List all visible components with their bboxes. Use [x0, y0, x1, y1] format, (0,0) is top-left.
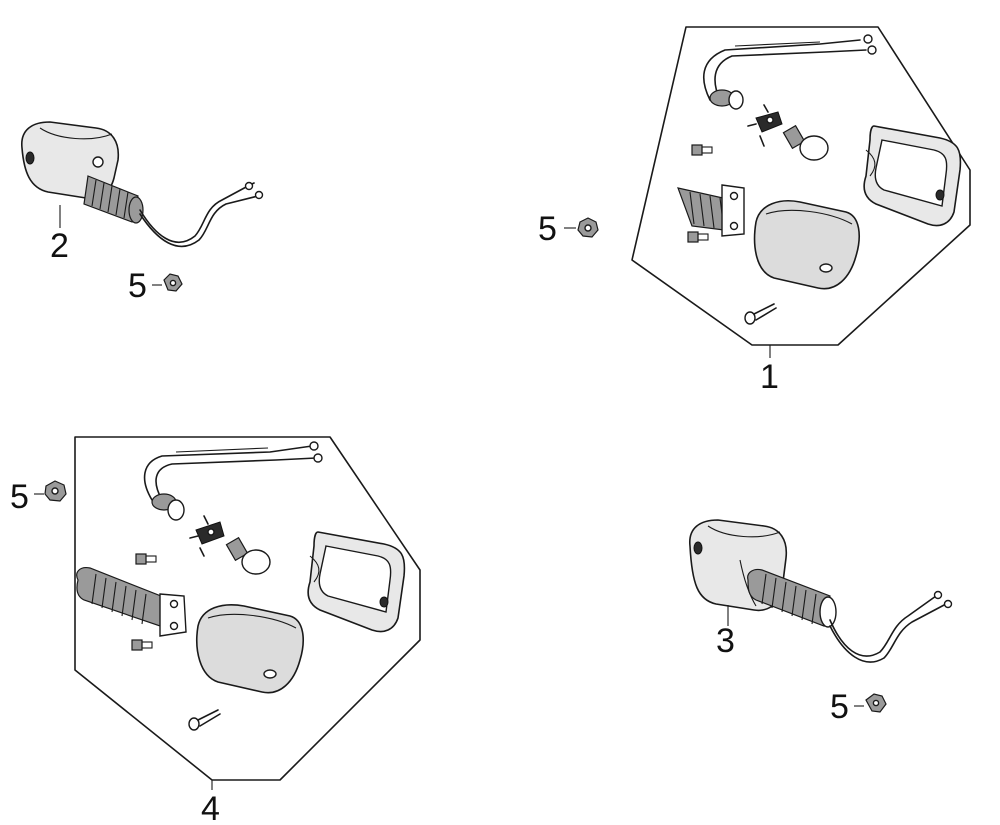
callout-3: 3: [716, 622, 735, 660]
exploded-lamp-kit-icon: [76, 441, 406, 731]
gasket-frame-icon: [863, 125, 962, 227]
part-4-exploded-kit: 4: [74, 436, 421, 825]
lens-icon: [753, 200, 860, 290]
callout-2: 2: [50, 227, 69, 265]
bulb-icon: [225, 536, 271, 575]
callout-5-c: 5: [10, 478, 29, 516]
bulb-socket-icon: [747, 104, 783, 147]
wire-harness-icon: [143, 441, 323, 521]
wire-harness-icon: [703, 34, 877, 110]
nut-icon: [577, 217, 599, 238]
lamp-stem-icon: [677, 184, 745, 237]
turn-signal-lamp-icon: [689, 519, 837, 628]
nut-icon: [44, 480, 67, 502]
callout-5-b: 5: [538, 210, 557, 248]
part-3-turn-signal-assembly: 3: [689, 519, 953, 663]
part-1-exploded-kit: 1: [631, 26, 971, 396]
bulb-socket-icon: [189, 515, 225, 557]
callout-5-d: 5: [830, 688, 849, 726]
callout-1: 1: [760, 358, 779, 396]
part-5-nut-b: 5: [538, 210, 599, 248]
part-5-nut-a: 5: [128, 267, 183, 305]
bulb-icon: [782, 124, 829, 161]
kit-boundary-4: [74, 436, 421, 781]
kit-boundary-1: [631, 26, 971, 346]
nut-icon: [865, 693, 887, 713]
wire-harness-icon: [139, 181, 264, 248]
part-2-turn-signal-assembly: 2: [21, 121, 264, 265]
callout-4: 4: [201, 790, 220, 825]
lamp-stem-icon: [76, 567, 187, 637]
part-5-nut-c: 5: [10, 478, 67, 516]
gasket-frame-icon: [307, 531, 406, 633]
exploded-lamp-kit-icon: [677, 34, 962, 325]
turn-signal-lamp-icon: [21, 121, 144, 224]
part-5-nut-d: 5: [830, 688, 887, 726]
lens-icon: [196, 604, 304, 694]
wire-harness-icon: [829, 590, 953, 663]
screw-icon: [131, 553, 221, 731]
screw-icon: [687, 144, 777, 325]
nut-icon: [163, 273, 183, 292]
callout-5-a: 5: [128, 267, 147, 305]
